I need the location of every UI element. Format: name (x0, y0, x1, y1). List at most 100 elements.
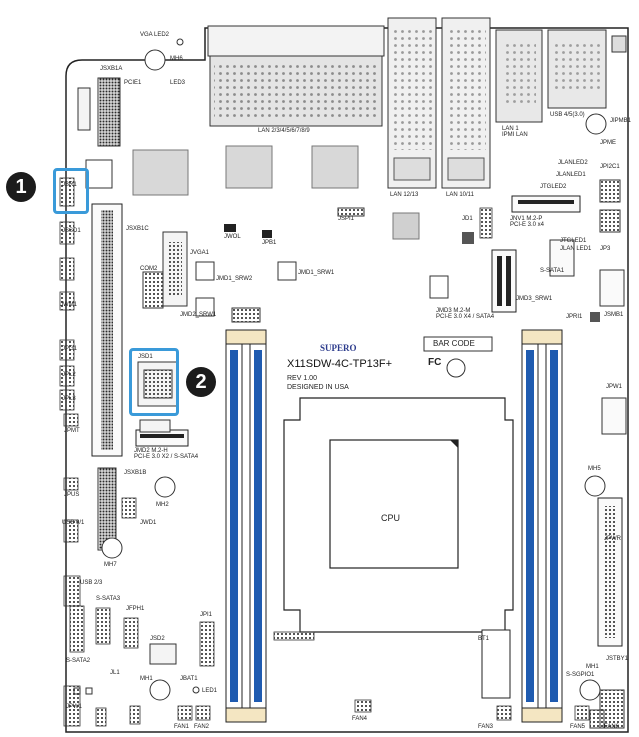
dimm-slots-right (521, 329, 563, 723)
mounting-hole-mh5 (584, 475, 606, 497)
label-bt1: BT1 (478, 636, 490, 642)
label-fan5: FAN5 (570, 724, 586, 730)
label-jpus: JPUS (64, 492, 80, 498)
label-vga-led: VGA LED2 (140, 32, 170, 38)
mounting-hole-mh1 (579, 679, 601, 701)
label-sgpio1: S-SGPIO1 (566, 672, 595, 678)
chip-4 (392, 212, 420, 240)
m2-jmd3-slot (491, 249, 517, 313)
label-jpi2c1: JPI2C1 (600, 164, 620, 170)
label-lan1011: LAN 10/11 (446, 192, 474, 198)
label-mh6: MH6 (170, 56, 183, 62)
label-jp-lan: JLAN LED1 (560, 246, 592, 252)
jst1-chip (149, 643, 177, 665)
label-fan3: FAN3 (478, 724, 494, 730)
label-jmd3: JMD3 M.2-M PCI-E 3.0 X4 / SATA4 (436, 308, 495, 320)
label-jp3: JP3 (600, 246, 611, 252)
label-lan-top: LAN 2/3/4/5/6/7/8/9 (258, 128, 310, 134)
brand-logo: SUPERO (320, 343, 357, 353)
label-jsxb1b: JSXB1B (124, 470, 147, 476)
label-pcie1: PCIE1 (124, 80, 142, 86)
label-jipmb: JIPMB1 (610, 118, 632, 124)
label-usb23: USB 2/3 (80, 580, 103, 586)
cpu-label: CPU (381, 513, 401, 523)
mounting-hole-2 (154, 476, 176, 498)
label-jsxb1c: JSXB1C (126, 226, 149, 232)
label-led3: LED3 (170, 80, 186, 86)
label-jmd2-srw1: JMD2_SRW1 (180, 312, 217, 318)
mounting-hole-mh7 (101, 537, 123, 559)
label-jpg1: JPG1 (62, 346, 78, 352)
callout-2: 2 (186, 367, 216, 397)
label-jpi1: JPI1 (200, 612, 213, 618)
label-jbat1: JBAT1 (180, 676, 198, 682)
label-ssata1: S-SATA1 (540, 268, 565, 274)
label-mh2: MH2 (156, 502, 169, 508)
mounting-hole-4 (149, 679, 171, 701)
label-mh-right: MH1 (586, 664, 599, 670)
label-ssata2: S-SATA2 (66, 658, 91, 664)
dimm-slots-left (225, 329, 267, 723)
label-mh7: MH7 (104, 562, 117, 568)
label-jstby: JSTBY1 (606, 656, 629, 662)
label-jtgled2: JTGLED2 (540, 184, 567, 190)
chip-3 (311, 145, 359, 189)
label-jl1: JL1 (110, 670, 120, 676)
label-jssd1: JSSD1 (62, 228, 81, 234)
bt1-battery (481, 629, 511, 699)
label-fan6: FAN6 (604, 724, 620, 730)
label-jsxb1a: JSXB1A (100, 66, 123, 72)
label-jpb1: JPB1 (262, 240, 277, 246)
highlight-box-1 (53, 168, 89, 214)
label-fan2: FAN2 (194, 724, 210, 730)
label-usb01: USB 0/1 (62, 520, 85, 526)
label-mh1: MH1 (140, 676, 153, 682)
bar-code-box (423, 336, 493, 352)
cpu-socket (283, 397, 514, 633)
lan-sfp-cage (207, 25, 385, 127)
label-com2: COM2 (140, 266, 158, 272)
label-jsmb: JSMB1 (604, 312, 624, 318)
label-led1: LED1 (202, 688, 218, 694)
label-jpw1: JPW1 (66, 704, 83, 710)
lan-1213-connector (387, 17, 437, 189)
label-jd1: JD1 (462, 216, 473, 222)
com2-header (142, 271, 164, 309)
callout-1: 1 (6, 172, 36, 202)
revision: REV 1.00 (287, 375, 317, 382)
label-jwd1: JWD1 (140, 520, 157, 526)
label-jmd1-srw1: JMD1_SRW1 (298, 270, 335, 276)
label-jpl3: JPL3 (62, 396, 76, 402)
label-jmd2: JMD2 M.2-H PCI-E 3.0 X2 / S-SATA4 (134, 448, 199, 460)
label-jlanled2: JLANLED2 (558, 160, 588, 166)
label-ssata3: S-SATA3 (96, 596, 121, 602)
label-jpmt: JPMT (64, 428, 80, 434)
label-jpwr: JPWR (604, 536, 621, 542)
label-jpl2: JPL2 (62, 372, 76, 378)
label-jpri1: JPRI1 (566, 314, 583, 320)
label-usb45: USB 4/5(3.0) (550, 112, 585, 118)
label-jmd3-srw1: JMD3_SRW1 (516, 296, 553, 302)
mounting-hole-3 (585, 113, 607, 135)
label-jspi1: JSPI1 (338, 216, 355, 222)
mounting-hole-mh6 (144, 49, 166, 71)
label-fan4: FAN4 (352, 716, 368, 722)
label-jlanled1: JLANLED1 (556, 172, 586, 178)
label-jsd1: JSD1 (138, 354, 153, 360)
label-mh5: MH5 (588, 466, 601, 472)
label-jbr1: JBR1 (62, 182, 77, 188)
designed-in: DESIGNED IN USA (287, 384, 349, 391)
label-jpw1-right: JPW1 (606, 384, 623, 390)
chip-1 (132, 149, 189, 196)
label-jfph1: JFPH1 (126, 606, 145, 612)
chip-2 (225, 145, 273, 189)
label-jwol: JWOL (224, 234, 241, 240)
bar-code-label: BAR CODE (433, 339, 475, 348)
pcie-slot (91, 203, 123, 457)
jbat1 (446, 358, 466, 378)
highlight-box-2 (129, 348, 179, 416)
label-lan1213: LAN 12/13 (390, 192, 419, 198)
label-jwm1: JWM1 (60, 302, 77, 308)
label-jnv1: JNV1 M.2-P PCI-E 3.0 x4 (510, 216, 545, 228)
